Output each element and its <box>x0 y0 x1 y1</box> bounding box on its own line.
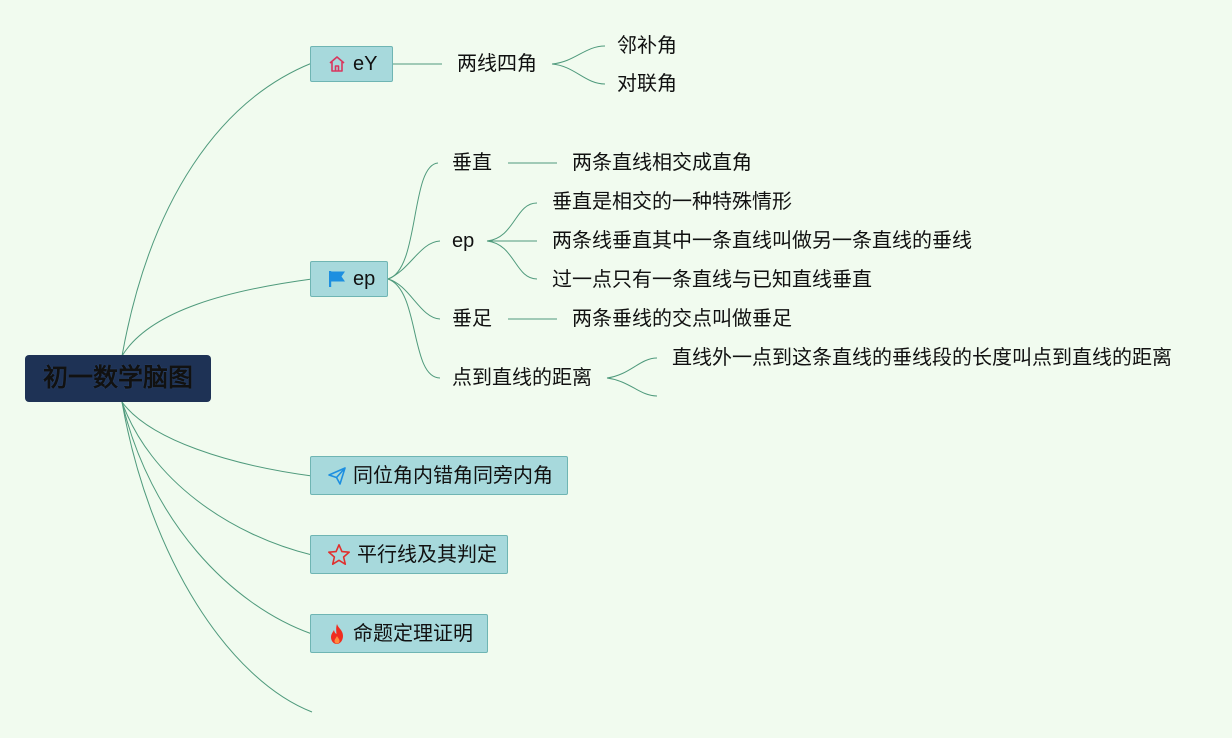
topic-label: eY <box>353 53 378 75</box>
edge-item2-child-3 <box>486 240 538 280</box>
root-node[interactable]: 初一数学脑图 <box>25 355 211 402</box>
edge-root-topic-4 <box>121 401 313 556</box>
topic-ep[interactable]: ep <box>310 261 388 297</box>
edge-root-topic-2 <box>121 278 313 357</box>
edge-item4-child-b <box>606 377 658 397</box>
edge-root-topic-5 <box>121 401 313 635</box>
node-ep[interactable]: ep <box>452 230 475 252</box>
node-foot[interactable]: 垂足 <box>452 308 492 330</box>
node-ep-child-1[interactable]: 垂直是相交的一种特殊情形 <box>552 191 792 213</box>
edge-root-topic-3 <box>121 401 313 477</box>
star-icon <box>328 543 350 565</box>
edge-ep-item-2 <box>387 240 441 280</box>
paper-plane-icon <box>328 466 346 485</box>
fire-icon <box>331 623 343 644</box>
edge-item2-child-1 <box>486 202 538 242</box>
node-opposite-angle[interactable]: 对联角 <box>617 73 677 95</box>
node-adjacent-angle[interactable]: 邻补角 <box>617 35 677 57</box>
topic-parallel[interactable]: 平行线及其判定 <box>310 535 508 574</box>
topic-proof[interactable]: 命题定理证明 <box>310 614 488 653</box>
topic-label: 平行线及其判定 <box>357 543 497 566</box>
node-point-line-distance[interactable]: 点到直线的距离 <box>452 367 592 389</box>
edge-root-topic-1 <box>121 62 313 357</box>
node-ep-child-2[interactable]: 两条线垂直其中一条直线叫做另一条直线的垂线 <box>552 230 972 252</box>
node-ep-child-3[interactable]: 过一点只有一条直线与已知直线垂直 <box>552 269 872 291</box>
topic-label: 同位角内错角同旁内角 <box>353 464 553 487</box>
topic-label: ep <box>353 268 376 290</box>
edge-branch-child-2 <box>551 63 606 85</box>
topic-angles[interactable]: 同位角内错角同旁内角 <box>310 456 568 495</box>
edge-branch-child-1 <box>551 45 606 65</box>
topic-ey[interactable]: eY <box>310 46 393 82</box>
edge-root-extra <box>121 401 313 713</box>
node-perpendicular[interactable]: 垂直 <box>452 152 492 174</box>
topic-label: 命题定理证明 <box>353 622 473 645</box>
edge-ep-item-1 <box>387 162 439 280</box>
root-label: 初一数学脑图 <box>42 364 193 392</box>
home-icon <box>329 56 345 72</box>
node-distance-def[interactable]: 直线外一点到这条直线的垂线段的长度叫点到直线的距离 <box>672 347 1172 369</box>
node-two-lines-four-angles[interactable]: 两线四角 <box>457 53 537 75</box>
edge-item4-child-a <box>606 357 658 379</box>
flag-icon <box>329 271 345 287</box>
edge-ep-item-3 <box>387 278 441 320</box>
edge-ep-item-4 <box>387 278 441 379</box>
node-foot-def[interactable]: 两条垂线的交点叫做垂足 <box>572 308 792 330</box>
node-perpendicular-def[interactable]: 两条直线相交成直角 <box>572 152 752 174</box>
